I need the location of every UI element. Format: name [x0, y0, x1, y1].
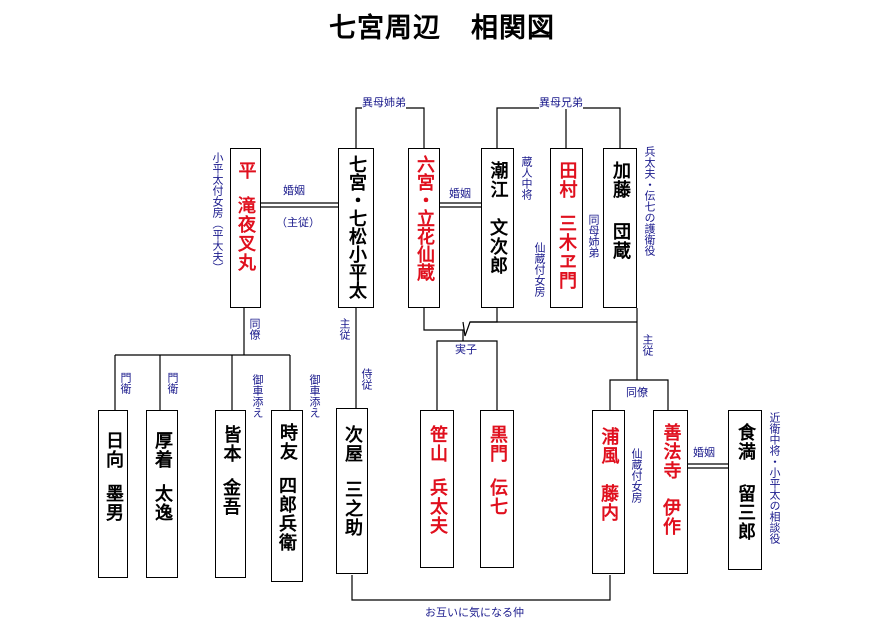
person-zenpoji-line1: 善法寺: [660, 423, 682, 480]
title-sub: 相関図: [471, 13, 555, 44]
label-shuju-1: 主従: [338, 318, 351, 340]
person-kato-line1: 加藤: [610, 161, 631, 199]
person-sasayama-line2: 兵太夫: [427, 478, 448, 535]
person-shiomi-line2: 文次郎: [487, 218, 508, 275]
person-tsugiya-line2: 三之助: [342, 480, 363, 537]
person-taira: 平: [230, 148, 261, 308]
label-konoe: 近衛中将・小平太の相談役: [768, 412, 781, 544]
person-atsugi-line2: 太逸: [152, 484, 173, 522]
person-minamoto: 皆本: [215, 410, 246, 578]
label-shuju-2: 主従: [641, 334, 654, 356]
person-kema-line1: 食満: [735, 423, 756, 461]
line-doryo-right: [609, 379, 669, 410]
person-sasayama-line1: 笹山: [427, 425, 448, 463]
person-kurokado: 黒門: [480, 410, 514, 568]
person-minamoto-line1: 皆本: [220, 425, 242, 463]
person-tokitomo: 時友: [271, 410, 303, 582]
person-kurokado-line2: 伝七: [487, 478, 508, 516]
label-ibo-kyodai: 異母兄弟: [539, 96, 583, 109]
person-shiomi-line1: 潮江: [487, 161, 509, 199]
person-shiomi: 潮江: [481, 148, 514, 308]
person-tsugiya-line1: 次屋: [342, 425, 363, 463]
person-atsugi-line1: 厚着: [152, 431, 173, 469]
label-doryo-1: 同僚: [248, 318, 261, 340]
person-kurokado-line1: 黒門: [487, 425, 508, 463]
person-hinata-line2: 墨男: [103, 484, 124, 522]
page-title: 七宮周辺相関図: [0, 6, 884, 45]
label-monei-2: 門衛: [166, 372, 179, 394]
person-kema-line2: 留三郎: [735, 484, 756, 541]
person-zenpoji: 善法寺: [653, 410, 688, 574]
label-monei-1: 門衛: [119, 372, 132, 394]
person-atsugi: 厚着: [146, 410, 178, 578]
person-rokumiya-name: 六宮・立花仙蔵: [414, 155, 435, 281]
line-ibo-shitei: [355, 107, 425, 148]
label-senzo-nyobo-2: 仙蔵付女房: [630, 448, 643, 503]
label-senzo-nyobo: 仙蔵付女房: [533, 242, 546, 297]
label-jijuu: 侍従: [360, 368, 373, 390]
line-ibo-kyodai: [496, 107, 621, 148]
label-konin-3: 婚姻: [693, 446, 715, 459]
person-shichimiya: 七宮・七松小平太: [338, 148, 374, 308]
person-kema: 食満: [728, 410, 762, 570]
person-urakaze-line2: 藤内: [598, 484, 619, 522]
title-main: 七宮周辺: [329, 13, 441, 44]
person-kato-line2: 団蔵: [610, 222, 631, 260]
label-gosha-1: 御車添え: [251, 374, 264, 418]
label-goeiyaku: 兵太夫・伝七の護衛役: [643, 146, 656, 256]
person-kato: 加藤: [603, 148, 637, 308]
person-hinata: 日向: [98, 410, 128, 578]
label-ibo-shitei: 異母姉弟: [362, 96, 406, 109]
person-tamura-line1: 田村: [556, 161, 578, 199]
label-kurodo: 蔵人中将: [520, 156, 533, 200]
label-konin-2: 婚姻: [449, 187, 471, 200]
person-urakaze-line1: 浦風: [598, 427, 620, 465]
person-taira-line2: 滝夜叉丸: [235, 196, 256, 272]
person-shichimiya-name: 七宮・七松小平太: [346, 155, 367, 299]
person-tamura-line2: 三木ヱ門: [556, 214, 577, 290]
person-rokumiya: 六宮・立花仙蔵: [408, 148, 440, 308]
person-taira-line1: 平: [235, 161, 257, 180]
person-tokitomo-line1: 時友: [277, 423, 298, 461]
person-hinata-line1: 日向: [103, 431, 124, 469]
label-jisshi: 実子: [455, 343, 477, 356]
label-dobo-shitei: 同母姉弟: [587, 214, 600, 258]
person-minamoto-line2: 金吾: [220, 478, 241, 516]
person-sasayama: 笹山: [420, 410, 454, 568]
label-kohei-nyobo: 小平太付女房（平大夫）: [211, 152, 224, 273]
line-jisshi-mid: [462, 321, 466, 337]
label-shujuu: （主従）: [276, 216, 320, 229]
label-doryo-2: 同僚: [626, 386, 648, 399]
line-otagai: [351, 575, 611, 601]
label-konin-1: 婚姻: [283, 184, 305, 197]
person-tsugiya: 次屋: [336, 408, 368, 574]
label-gosha-2: 御車添え: [308, 374, 321, 418]
label-otagai: お互いに気になる仲: [425, 606, 524, 619]
person-urakaze: 浦風: [592, 410, 625, 574]
line-jisshi-left: [423, 308, 464, 341]
line-jisshi-children: [436, 340, 498, 410]
person-tamura: 田村: [550, 148, 583, 308]
person-tokitomo-line2: 四郎兵衛: [276, 476, 297, 552]
person-zenpoji-line2: 伊作: [660, 498, 681, 536]
